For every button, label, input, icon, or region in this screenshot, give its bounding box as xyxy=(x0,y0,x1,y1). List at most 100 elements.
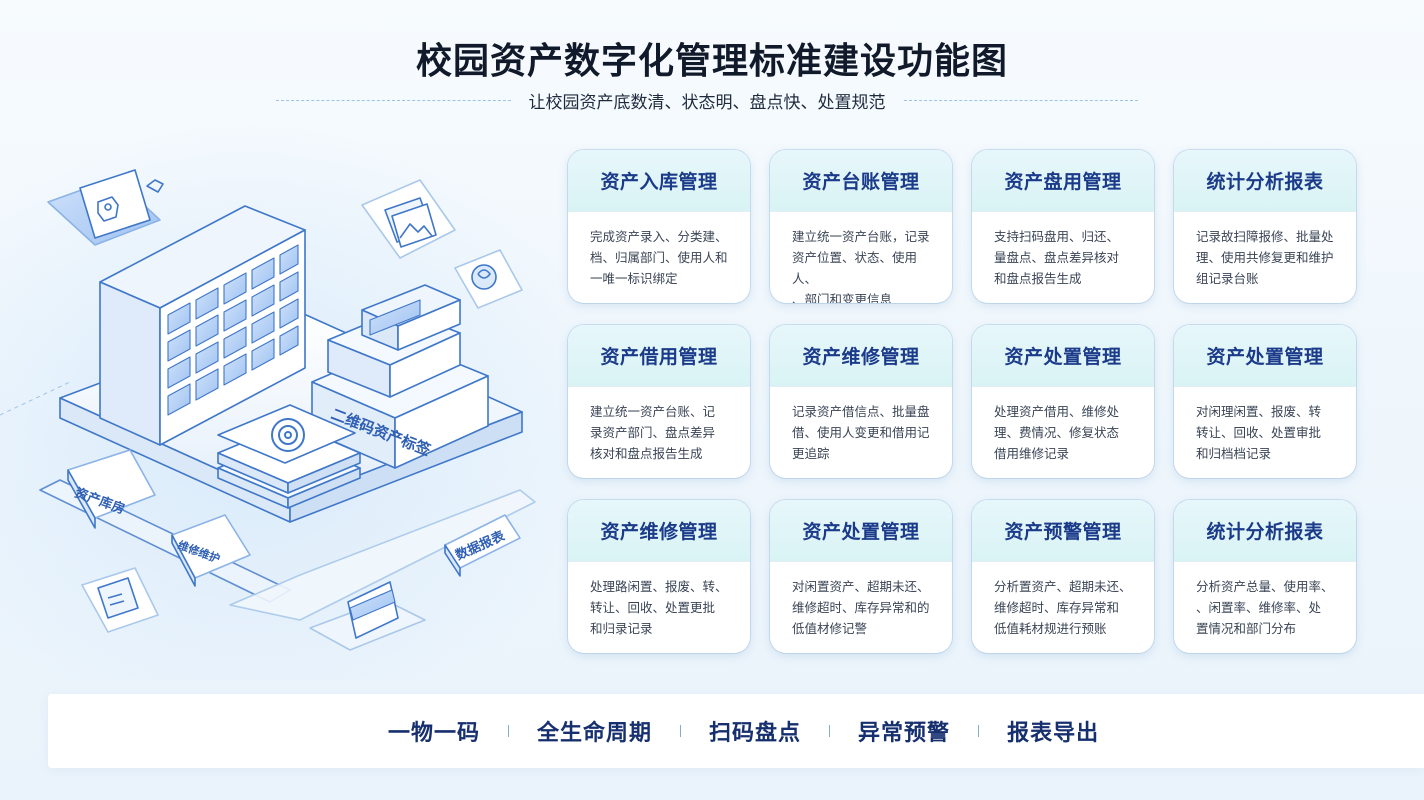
card-desc-line: 一唯一标识绑定 xyxy=(590,271,678,286)
card-desc-line: 组记录台账 xyxy=(1196,271,1259,286)
card-header: 资产处置管理 xyxy=(1174,325,1356,387)
card-header: 资产盘用管理 xyxy=(972,150,1154,212)
function-card: 资产入库管理 完成资产录入、分类建、档、归属部门、使用人和一唯一标识绑定 xyxy=(568,150,750,303)
subtitle-divider-left xyxy=(276,99,511,101)
card-desc-line: 分析资产总量、使用率、 xyxy=(1196,579,1334,594)
card-title: 资产维修管理 xyxy=(802,346,920,368)
gallery-icon xyxy=(361,179,456,259)
card-desc-line: 档、归属部门、使用人和 xyxy=(590,250,728,265)
function-card: 资产处置管理 对闲理闲置、报废、转转让、回收、处置审批和归档档记录 xyxy=(1174,325,1356,478)
feature-item: 全生命周期 xyxy=(537,721,653,746)
feature-separator xyxy=(829,725,831,737)
card-desc-line: 和归档档记录 xyxy=(1196,446,1272,461)
function-card: 资产借用管理 建立统一资产台账、记录资产部门、盘点差异核对和盘点报告生成 xyxy=(568,325,750,478)
card-desc-line: 记录资产借信点、批量盘 xyxy=(792,404,930,419)
card-title: 统计分析报表 xyxy=(1206,521,1324,543)
card-header: 统计分析报表 xyxy=(1174,150,1356,212)
card-desc-line: 处理资产借用、维修处 xyxy=(994,404,1120,419)
card-desc-line: 低值材修记警 xyxy=(792,621,868,636)
card-desc-line: 和盘点报告生成 xyxy=(994,271,1082,286)
card-header: 资产维修管理 xyxy=(568,500,750,562)
card-desc-line: 更追踪 xyxy=(792,446,830,461)
function-card-grid: 资产入库管理 完成资产录入、分类建、档、归属部门、使用人和一唯一标识绑定 资产台… xyxy=(568,150,1356,653)
card-description: 建立统一资产台账、记录资产部门、盘点差异核对和盘点报告生成 xyxy=(568,387,750,478)
card-header: 资产维修管理 xyxy=(770,325,952,387)
card-description: 分析置资产、超期未还、维修超时、库存异常和低值耗材规进行预账 xyxy=(972,562,1154,653)
card-desc-line: 维修超时、库存异常和的 xyxy=(792,600,930,615)
card-desc-line: 置情况和部门分布 xyxy=(1196,621,1297,636)
page-title: 校园资产数字化管理标准建设功能图 xyxy=(415,41,1008,82)
card-title: 资产入库管理 xyxy=(600,171,718,193)
card-header: 资产台账管理 xyxy=(770,150,952,212)
card-header: 统计分析报表 xyxy=(1174,500,1356,562)
card-desc-line: 、部门和变更信息 xyxy=(792,292,893,303)
card-desc-line: 建立统一资产台账、记 xyxy=(590,404,716,419)
card-desc-line: 核对和盘点报告生成 xyxy=(590,446,703,461)
card-desc-line: 转让、回收、处置审批 xyxy=(1196,425,1322,440)
feature-separator xyxy=(978,725,980,737)
card-description: 处理路闲置、报废、转、转让、回收、处置更批和归录记录 xyxy=(568,562,750,653)
card-desc-line: 分析置资产、超期未还、 xyxy=(994,579,1132,594)
card-title: 资产处置管理 xyxy=(1206,346,1324,368)
card-title: 统计分析报表 xyxy=(1206,171,1324,193)
wallet-icon xyxy=(309,581,426,651)
card-desc-line: 处理路闲置、报废、转、 xyxy=(590,579,728,594)
page-subtitle: 让校园资产底数清、状态明、盘点快、处置规范 xyxy=(528,92,886,113)
card-title: 资产盘用管理 xyxy=(1004,171,1122,193)
card-desc-line: 和归录记录 xyxy=(590,621,653,636)
card-desc-line: 借用维修记录 xyxy=(994,446,1070,461)
card-desc-line: 借、使用人变更和借用记 xyxy=(792,425,930,440)
card-title: 资产借用管理 xyxy=(600,346,718,368)
card-description: 建立统一资产台账，记录资产位置、状态、使用人、、部门和变更信息 xyxy=(770,212,952,303)
card-description: 对闲置资产、超期未还、维修超时、库存异常和的低值材修记警 xyxy=(770,562,952,653)
function-card: 资产盘用管理 支持扫码盘用、归还、量盘点、盘点差异核对和盘点报告生成 xyxy=(972,150,1154,303)
function-card: 资产预警管理 分析置资产、超期未还、维修超时、库存异常和低值耗材规进行预账 xyxy=(972,500,1154,653)
card-desc-line: 维修超时、库存异常和 xyxy=(994,600,1120,615)
card-description: 记录资产借信点、批量盘借、使用人变更和借用记更追踪 xyxy=(770,387,952,478)
card-desc-line: 理、费情况、修复状态 xyxy=(994,425,1120,440)
card-description: 处理资产借用、维修处理、费情况、修复状态借用维修记录 xyxy=(972,387,1154,478)
function-card: 资产维修管理 处理路闲置、报废、转、转让、回收、处置更批和归录记录 xyxy=(568,500,750,653)
inventory-board xyxy=(67,449,156,529)
subtitle-divider-right xyxy=(903,99,1138,101)
card-desc-line: 转让、回收、处置更批 xyxy=(590,600,716,615)
card-desc-line: 建立统一资产台账，记录 xyxy=(792,229,930,244)
card-header: 资产预警管理 xyxy=(972,500,1154,562)
card-desc-line: 对闲置资产、超期未还、 xyxy=(792,579,930,594)
card-desc-line: 支持扫码盘用、归还、 xyxy=(994,229,1120,244)
card-desc-line: 低值耗材规进行预账 xyxy=(994,621,1107,636)
floating-asset-card-icon xyxy=(47,169,164,246)
card-description: 完成资产录入、分类建、档、归属部门、使用人和一唯一标识绑定 xyxy=(568,212,750,303)
feature-separator xyxy=(508,725,510,737)
function-card: 统计分析报表 记录故扫障报修、批量处理、使用共修复更和维护组记录台账 xyxy=(1174,150,1356,303)
feature-item: 一物一码 xyxy=(388,721,481,746)
card-title: 资产维修管理 xyxy=(600,521,718,543)
card-desc-line: 量盘点、盘点差异核对 xyxy=(994,250,1120,265)
repair-board xyxy=(171,514,251,587)
card-desc-line: 完成资产录入、分类建、 xyxy=(590,229,728,244)
function-card: 统计分析报表 分析资产总量、使用率、、闲置率、维修率、处置情况和部门分布 xyxy=(1174,500,1356,653)
campus-asset-illustration: 二维码资产标签 资产库房 维修维护 数据报表 xyxy=(0,169,536,651)
feature-item: 报表导出 xyxy=(1007,721,1100,746)
asset-tag-box xyxy=(311,284,489,469)
card-description: 分析资产总量、使用率、、闲置率、维修率、处置情况和部门分布 xyxy=(1174,562,1356,653)
card-title: 资产处置管理 xyxy=(802,521,920,543)
function-card: 资产台账管理 建立统一资产台账，记录资产位置、状态、使用人、、部门和变更信息 xyxy=(770,150,952,303)
card-description: 对闲理闲置、报废、转转让、回收、处置审批和归档档记录 xyxy=(1174,387,1356,478)
card-desc-line: 资产位置、状态、使用人、 xyxy=(792,250,918,286)
card-title: 资产预警管理 xyxy=(1004,521,1122,543)
feature-item: 扫码盘点 xyxy=(709,721,802,746)
card-desc-line: 记录故扫障报修、批量处 xyxy=(1196,229,1334,244)
subtitle-row: 让校园资产底数清、状态明、盘点快、处置规范 xyxy=(276,88,1138,113)
function-card: 资产处置管理 处理资产借用、维修处理、费情况、修复状态借用维修记录 xyxy=(972,325,1154,478)
card-header: 资产入库管理 xyxy=(568,150,750,212)
document-icon xyxy=(81,567,159,633)
function-card: 资产处置管理 对闲置资产、超期未还、维修超时、库存异常和的低值材修记警 xyxy=(770,500,952,653)
card-description: 支持扫码盘用、归还、量盘点、盘点差异核对和盘点报告生成 xyxy=(972,212,1154,303)
report-board xyxy=(444,514,521,577)
card-desc-line: 、闲置率、维修率、处 xyxy=(1196,600,1322,615)
card-header: 资产借用管理 xyxy=(568,325,750,387)
function-card: 资产维修管理 记录资产借信点、批量盘借、使用人变更和借用记更追踪 xyxy=(770,325,952,478)
building-icon xyxy=(99,205,306,446)
card-description: 记录故扫障报修、批量处理、使用共修复更和维护组记录台账 xyxy=(1174,212,1356,303)
